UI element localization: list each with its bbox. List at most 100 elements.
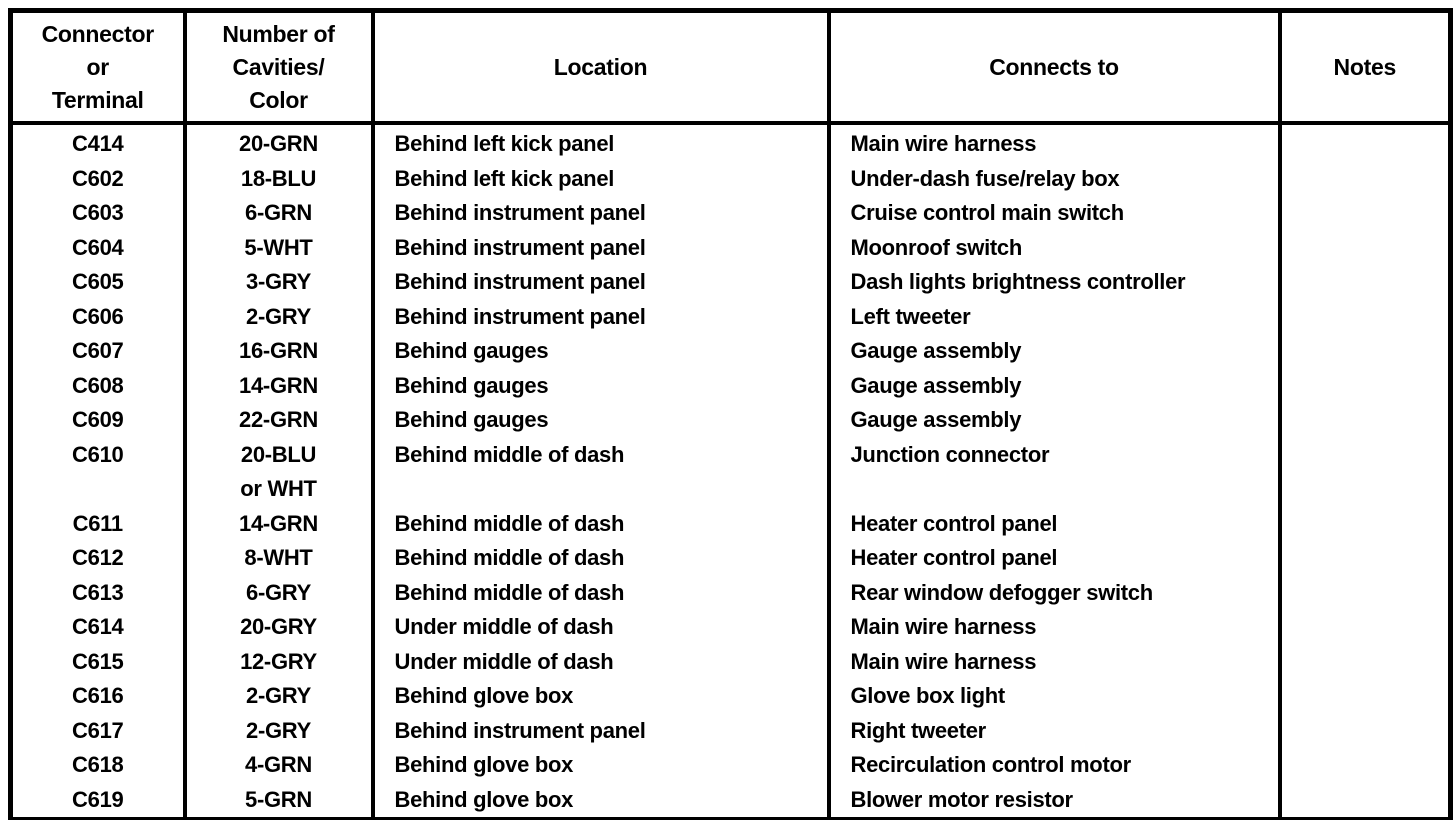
connector-cell: C603 (10, 196, 187, 231)
connector-cell: C602 (10, 161, 187, 196)
connects-to-cell: Gauge assembly (828, 368, 1282, 403)
column-header: Location (372, 10, 831, 125)
notes-cell (1280, 403, 1451, 438)
table-row: C606 2-GRY Behind instrument panel Left … (10, 299, 1451, 335)
cavities-cell: 20-GRN (184, 123, 375, 162)
connector-cell: C606 (10, 299, 187, 334)
table-row: C602 18-BLU Behind left kick panel Under… (10, 161, 1451, 197)
connector-cell: C610 (10, 437, 187, 507)
location-cell: Under middle of dash (372, 610, 831, 645)
location-cell: Behind middle of dash (372, 575, 831, 610)
notes-cell (1280, 645, 1451, 680)
cavities-cell: 2-GRY (184, 713, 375, 748)
notes-cell (1280, 369, 1451, 404)
connects-to-cell: Heater control panel (828, 506, 1282, 541)
table-row: C619 5-GRN Behind glove box Blower motor… (10, 782, 1451, 820)
connects-to-cell: Right tweeter (828, 713, 1282, 748)
table-row: C604 5-WHT Behind instrument panel Moonr… (10, 230, 1451, 266)
connects-to-cell: Junction connector (828, 437, 1282, 507)
connects-to-cell: Main wire harness (828, 644, 1282, 679)
connector-cell: C613 (10, 575, 187, 610)
connector-cell: C605 (10, 265, 187, 300)
cavities-cell: 20-BLU or WHT (184, 437, 375, 507)
cavities-cell: 14-GRN (184, 506, 375, 541)
notes-cell (1280, 231, 1451, 266)
connector-cell: C607 (10, 334, 187, 369)
table-row: C615 12-GRY Under middle of dash Main wi… (10, 644, 1451, 680)
location-cell: Behind glove box (372, 748, 831, 783)
connector-cell: C616 (10, 679, 187, 714)
cavities-cell: 5-WHT (184, 230, 375, 265)
connects-to-cell: Left tweeter (828, 299, 1282, 334)
location-cell: Behind glove box (372, 679, 831, 714)
column-header: Number of Cavities/ Color (184, 10, 375, 125)
notes-cell (1280, 714, 1451, 749)
notes-cell (1280, 507, 1451, 542)
connector-cell: C414 (10, 123, 187, 162)
notes-cell (1280, 123, 1451, 162)
location-cell: Behind gauges (372, 403, 831, 438)
connector-cell: C608 (10, 368, 187, 403)
connects-to-cell: Heater control panel (828, 541, 1282, 576)
location-cell: Behind left kick panel (372, 161, 831, 196)
cavities-cell: 3-GRY (184, 265, 375, 300)
location-cell: Behind gauges (372, 368, 831, 403)
connects-to-cell: Cruise control main switch (828, 196, 1282, 231)
table-row: C616 2-GRY Behind glove box Glove box li… (10, 679, 1451, 714)
notes-cell (1280, 162, 1451, 197)
table-row: C617 2-GRY Behind instrument panel Right… (10, 713, 1451, 749)
notes-cell (1280, 783, 1451, 820)
notes-cell (1280, 300, 1451, 335)
location-cell: Behind middle of dash (372, 437, 831, 507)
notes-cell (1280, 265, 1451, 300)
table-row: C607 16-GRN Behind gauges Gauge assembly (10, 334, 1451, 369)
cavities-cell: 22-GRN (184, 403, 375, 438)
table-row: C612 8-WHT Behind middle of dash Heater … (10, 541, 1451, 576)
column-header: Notes (1279, 10, 1451, 125)
notes-cell (1280, 196, 1451, 231)
notes-cell (1280, 679, 1451, 714)
connects-to-cell: Dash lights brightness controller (828, 265, 1282, 300)
location-cell: Behind gauges (372, 334, 831, 369)
table-row: C414 20-GRN Behind left kick panel Main … (10, 123, 1451, 162)
cavities-cell: 6-GRY (184, 575, 375, 610)
connector-cell: C612 (10, 541, 187, 576)
cavities-cell: 2-GRY (184, 679, 375, 714)
connects-to-cell: Rear window defogger switch (828, 575, 1282, 610)
connector-cell: C615 (10, 644, 187, 679)
connects-to-cell: Main wire harness (828, 123, 1282, 162)
location-cell: Behind middle of dash (372, 506, 831, 541)
notes-cell (1280, 334, 1451, 369)
connects-to-cell: Gauge assembly (828, 403, 1282, 438)
connects-to-cell: Glove box light (828, 679, 1282, 714)
connector-cell: C619 (10, 782, 187, 820)
cavities-cell: 12-GRY (184, 644, 375, 679)
location-cell: Behind glove box (372, 782, 831, 820)
table-row: C618 4-GRN Behind glove box Recirculatio… (10, 748, 1451, 783)
connector-cell: C611 (10, 506, 187, 541)
table-row: C610 20-BLU or WHT Behind middle of dash… (10, 437, 1451, 507)
location-cell: Behind middle of dash (372, 541, 831, 576)
location-cell: Behind instrument panel (372, 230, 831, 265)
connects-to-cell: Main wire harness (828, 610, 1282, 645)
cavities-cell: 18-BLU (184, 161, 375, 196)
notes-cell (1280, 576, 1451, 611)
connects-to-cell: Gauge assembly (828, 334, 1282, 369)
cavities-cell: 14-GRN (184, 368, 375, 403)
cavities-cell: 20-GRY (184, 610, 375, 645)
table-row: C605 3-GRY Behind instrument panel Dash … (10, 265, 1451, 300)
cavities-cell: 4-GRN (184, 748, 375, 783)
location-cell: Behind instrument panel (372, 265, 831, 300)
connector-cell: C614 (10, 610, 187, 645)
connector-cell: C609 (10, 403, 187, 438)
connects-to-cell: Blower motor resistor (828, 782, 1282, 820)
notes-cell (1280, 438, 1451, 507)
table-row: C611 14-GRN Behind middle of dash Heater… (10, 506, 1451, 542)
table-row: C609 22-GRN Behind gauges Gauge assembly (10, 403, 1451, 438)
connector-cell: C617 (10, 713, 187, 748)
connector-cell: C604 (10, 230, 187, 265)
table-row: C603 6-GRN Behind instrument panel Cruis… (10, 196, 1451, 231)
connects-to-cell: Moonroof switch (828, 230, 1282, 265)
